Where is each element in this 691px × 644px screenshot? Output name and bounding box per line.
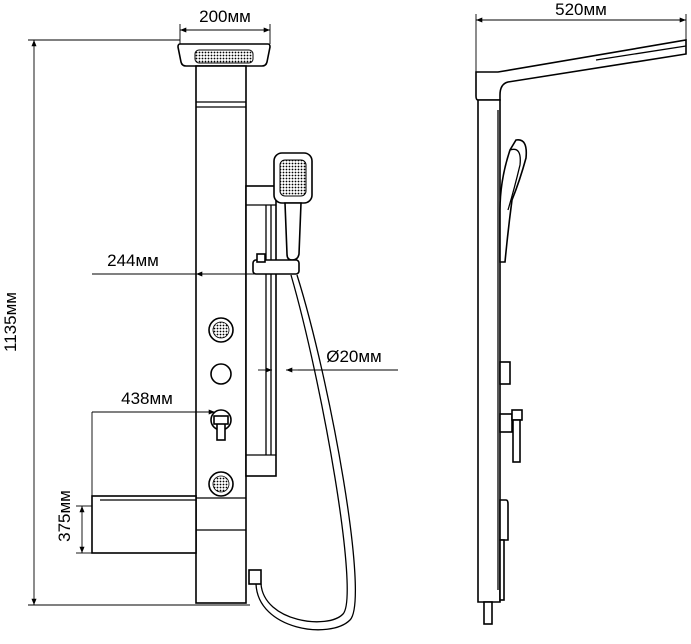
diverter-knob [210, 363, 232, 385]
shelf-spout [91, 495, 246, 554]
dim-244: 244мм [107, 251, 159, 270]
hand-shower [252, 152, 313, 275]
shower-hose [255, 274, 356, 631]
dim-200: 200мм [199, 7, 251, 26]
dimension-side-width: 520мм [475, 0, 687, 72]
dim-375: 375мм [55, 490, 74, 542]
dimension-hose-diameter: Ø20мм [258, 347, 398, 373]
front-view [91, 43, 356, 631]
dimension-total-height: 1135мм [1, 39, 250, 606]
dimension-spout-height: 375мм [55, 490, 92, 554]
dim-1135: 1135мм [1, 292, 20, 352]
body-jet-lower [208, 471, 234, 497]
dimension-top-width: 200мм [179, 7, 271, 44]
mixer-handle [210, 409, 232, 441]
rain-shower-head [177, 43, 271, 67]
dim-520: 520мм [555, 0, 607, 19]
dimension-bar-offset: 244мм [92, 251, 255, 277]
dim-diameter-20: Ø20мм [326, 347, 382, 366]
side-view [475, 39, 687, 625]
body-jet-upper [208, 317, 234, 343]
dim-438: 438мм [121, 389, 173, 408]
dimension-mixer-offset: 438мм [91, 389, 215, 496]
